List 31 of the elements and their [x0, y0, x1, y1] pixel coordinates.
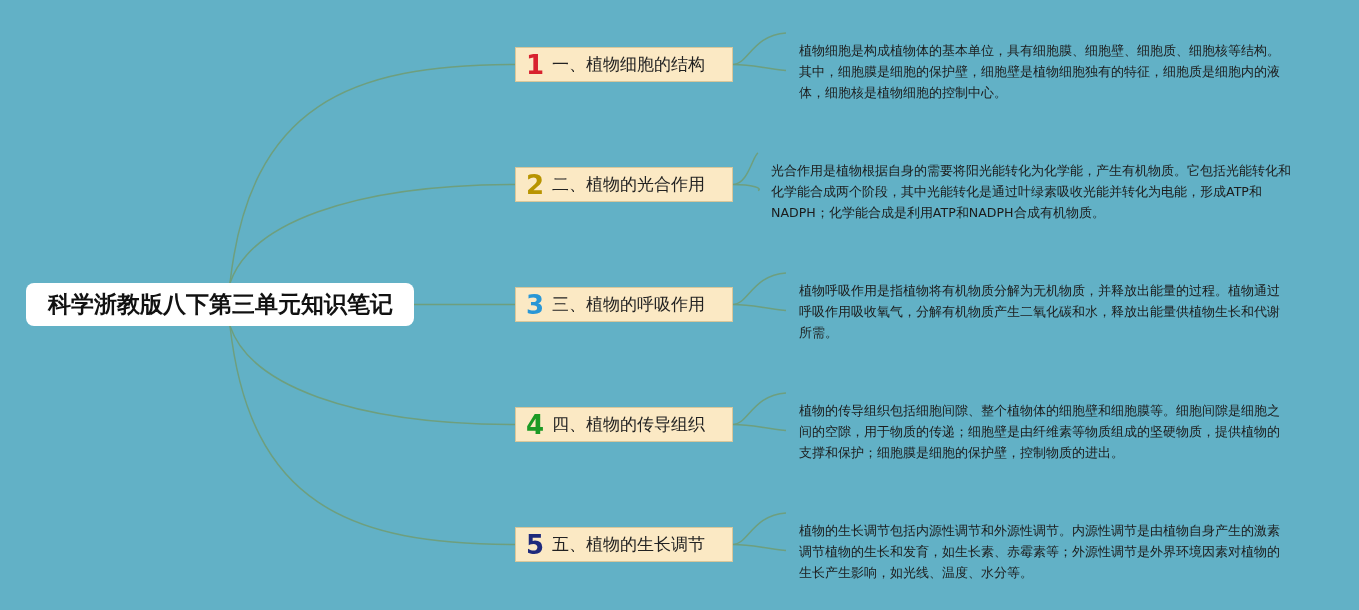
topic-box: [515, 47, 733, 82]
branch-line: [229, 63, 516, 284]
topic-label: 一、植物细胞的结构: [552, 53, 706, 76]
number-label: 4: [526, 411, 545, 438]
branch-line: [413, 303, 516, 306]
branch-line: [732, 32, 787, 72]
note-text: 植物的传导组织包括细胞间隙、整个植物体的细胞壁和细胞膜等。细胞间隙是细胞之间的空隙，用于物质的传递；细胞壁是由纤维素等物质组成的坚硬物质，提供植物的支撑和保护；细胞膜是细胞的保护壁，控制物质的进出。: [786, 392, 1291, 463]
number-label: 5: [526, 531, 545, 558]
topic-box: [515, 407, 733, 442]
branch-line: [732, 272, 787, 312]
branch-line: [229, 325, 516, 546]
note-text: 植物的生长调节包括内源性调节和外源性调节。内源性调节是由植物自身产生的激素调节植物的生长和发育，如生长素、赤霉素等；外源性调节是外界环境因素对植物的生长产生影响，如光线、温度、水分等。: [786, 512, 1291, 583]
branch-line: [732, 512, 787, 552]
branch-line: [732, 152, 760, 192]
number-label: 2: [526, 171, 545, 198]
topic-box: [515, 527, 733, 562]
topic-label: 五、植物的生长调节: [552, 533, 706, 556]
branch-line: [732, 392, 787, 432]
branch-line: [229, 183, 516, 284]
topic-label: 三、植物的呼吸作用: [552, 293, 706, 316]
topic-label: 二、植物的光合作用: [552, 173, 706, 196]
topic-label: 四、植物的传导组织: [552, 413, 706, 436]
topic-box: [515, 287, 733, 322]
number-label: 1: [526, 51, 545, 78]
topic-box: [515, 167, 733, 202]
title-box: 科学浙教版八下第三单元知识笔记: [26, 283, 414, 326]
note-text: 植物细胞是构成植物体的基本单位，具有细胞膜、细胞壁、细胞质、细胞核等结构。其中，细胞膜是细胞的保护壁，细胞壁是植物细胞独有的特征，细胞质是细胞内的液体，细胞核是植物细胞的控制中心。: [786, 32, 1291, 103]
note-text: 植物呼吸作用是指植物将有机物质分解为无机物质，并释放出能量的过程。植物通过呼吸作用吸收氧气，分解有机物质产生二氧化碳和水，释放出能量供植物生长和代谢所需。: [786, 272, 1291, 343]
branch-line: [229, 325, 516, 426]
note-text: 光合作用是植物根据自身的需要将阳光能转化为化学能，产生有机物质。它包括光能转化和化学能合成两个阶段，其中光能转化是通过叶绿素吸收光能并转化为电能，形成ATP和NADPH；化学能合成是利用ATP和NADPH合成有机物质。: [758, 152, 1291, 223]
number-label: 3: [526, 291, 545, 318]
